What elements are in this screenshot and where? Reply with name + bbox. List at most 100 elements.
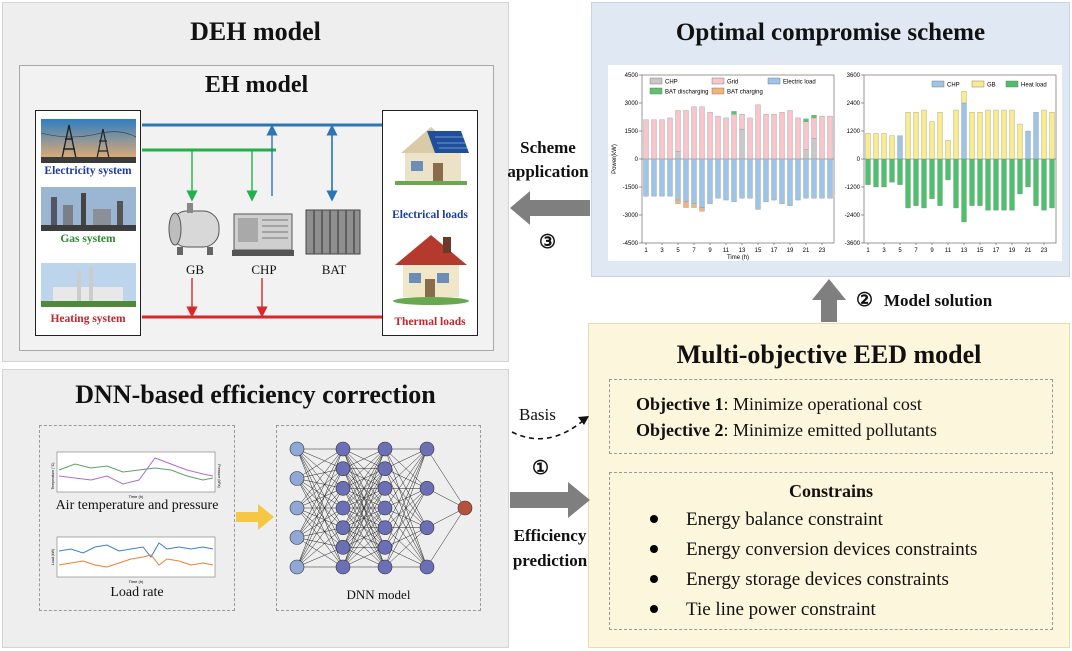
- nn-connection: [296, 537, 344, 548]
- x-tick-label: 9: [708, 248, 712, 254]
- bar-bat-discharging: [731, 111, 737, 115]
- nn-connection: [296, 537, 344, 568]
- input-data-box: [39, 425, 235, 611]
- nn-connection: [296, 468, 344, 509]
- legend-swatch: [711, 87, 725, 95]
- plot1-ylabel-right: Pressure (kPa): [217, 464, 221, 487]
- x-axis-label: Time (h): [727, 255, 749, 261]
- legend-label: GB: [987, 83, 996, 89]
- bar-electric-load: [827, 158, 833, 199]
- x-tick-label: 5: [676, 248, 680, 254]
- nn-connection: [296, 488, 344, 568]
- dnn-title: DNN-based efficiency correction: [75, 380, 436, 409]
- nn-connection: [342, 448, 386, 548]
- nn-neuron: [419, 441, 435, 457]
- nn-neuron: [335, 520, 351, 535]
- optimal-panel: Optimal compromise scheme -4500-3000-150…: [591, 2, 1070, 277]
- objective-1-text: : Minimize operational cost: [723, 394, 922, 414]
- nn-connection: [296, 448, 344, 538]
- nn-neuron: [335, 540, 351, 555]
- chp-label: CHP: [251, 262, 277, 277]
- nn-connection: [384, 448, 428, 509]
- nn-connection: [426, 507, 466, 568]
- x-tick-label: 3: [660, 248, 664, 254]
- nn-connection: [296, 507, 344, 568]
- basis-label: Basis: [519, 405, 556, 424]
- y-tick-label: 4500: [625, 73, 639, 79]
- step-2-marker: ②: [856, 290, 874, 311]
- deh-panel: DEH model EH model Electricity system: [2, 2, 509, 362]
- legend-swatch: [711, 77, 725, 85]
- eh-panel: EH model Electricity system Gas: [19, 65, 494, 351]
- bullet-icon: [650, 544, 658, 553]
- x-tick-label: 1: [866, 248, 870, 254]
- bar-heat-load: [1001, 158, 1007, 211]
- bar-bat-charging: [675, 199, 681, 204]
- bullet-icon: [650, 604, 658, 613]
- legend-swatch: [971, 80, 985, 88]
- bar-electric-load: [731, 158, 737, 203]
- legend-label: CHP: [947, 83, 960, 89]
- nn-connection: [384, 448, 428, 489]
- bar-bat-discharging: [803, 118, 809, 122]
- y-tick-label: 0: [857, 157, 861, 163]
- nn-neuron: [377, 540, 393, 555]
- bar-electric-load: [771, 158, 777, 201]
- constraint-item: Tie line power constraint: [650, 599, 876, 621]
- nn-neuron: [419, 559, 435, 575]
- x-tick-label: 9: [930, 248, 934, 254]
- heating-system-label: Heating system: [50, 313, 126, 325]
- bar-electric-load: [739, 158, 745, 199]
- nn-neuron: [335, 559, 351, 575]
- dnn-panel: DNN-based efficiency correction Time (h)…: [2, 369, 509, 648]
- x-tick-label: 15: [977, 248, 984, 254]
- bar-heat-load: [1025, 158, 1031, 188]
- y-tick-label: -2400: [845, 213, 861, 219]
- x-tick-label: 15: [755, 248, 762, 254]
- step-3-marker: ③: [539, 232, 557, 253]
- x-tick-label: 7: [914, 248, 918, 254]
- x-tick-label: 23: [819, 248, 826, 254]
- plot2-ylabel: Load (kW): [51, 549, 55, 565]
- bar-heat-load: [865, 158, 871, 185]
- bar-electric-load: [787, 158, 793, 206]
- nn-neuron: [377, 520, 393, 535]
- constraints-box: Constrains Energy balance constraint Ene…: [609, 472, 1053, 630]
- sources-box: Electricity system Gas system Heating sy…: [35, 110, 141, 336]
- bar-heat-load: [897, 158, 903, 185]
- neural-network-diagram: [289, 441, 473, 575]
- bar-electric-load: [707, 158, 713, 204]
- nn-connection: [342, 507, 386, 568]
- basis-arrow: [511, 419, 585, 440]
- bar-electric-load: [715, 158, 721, 199]
- nn-neuron: [289, 559, 305, 575]
- nn-connection: [296, 547, 344, 568]
- nn-connection: [384, 488, 428, 548]
- bar-heat-load: [913, 158, 919, 206]
- bar-heat-load: [873, 158, 879, 188]
- x-tick-label: 17: [771, 248, 778, 254]
- x-tick-label: 13: [961, 248, 968, 254]
- nn-connection: [296, 507, 344, 538]
- flow-arrow-icon: [236, 504, 274, 530]
- bar-bat-discharging: [811, 114, 817, 119]
- air-temperature-plot: Time (h) Temperature (°C) Pressure (kPa): [51, 451, 221, 499]
- bar-electric-load: [795, 158, 801, 201]
- nn-neuron: [335, 481, 351, 496]
- bat-label: BAT: [321, 262, 347, 277]
- bar-electric-load: [747, 158, 753, 199]
- gb-label: GB: [185, 262, 205, 277]
- constraint-item: Energy storage devices constraints: [650, 569, 949, 591]
- objective-1-label: Objective 1: [636, 394, 724, 414]
- nn-neuron: [377, 500, 393, 516]
- y-tick-label: -1200: [845, 185, 861, 191]
- nn-connection: [296, 468, 344, 568]
- objective-2: Objective 2: Minimize emitted pollutants: [636, 420, 937, 441]
- plot1-ylabel-left: Temperature (°C): [51, 463, 55, 490]
- gas-system-label: Gas system: [60, 233, 116, 245]
- dnn-model-box: [276, 425, 481, 611]
- nn-connection: [426, 448, 466, 509]
